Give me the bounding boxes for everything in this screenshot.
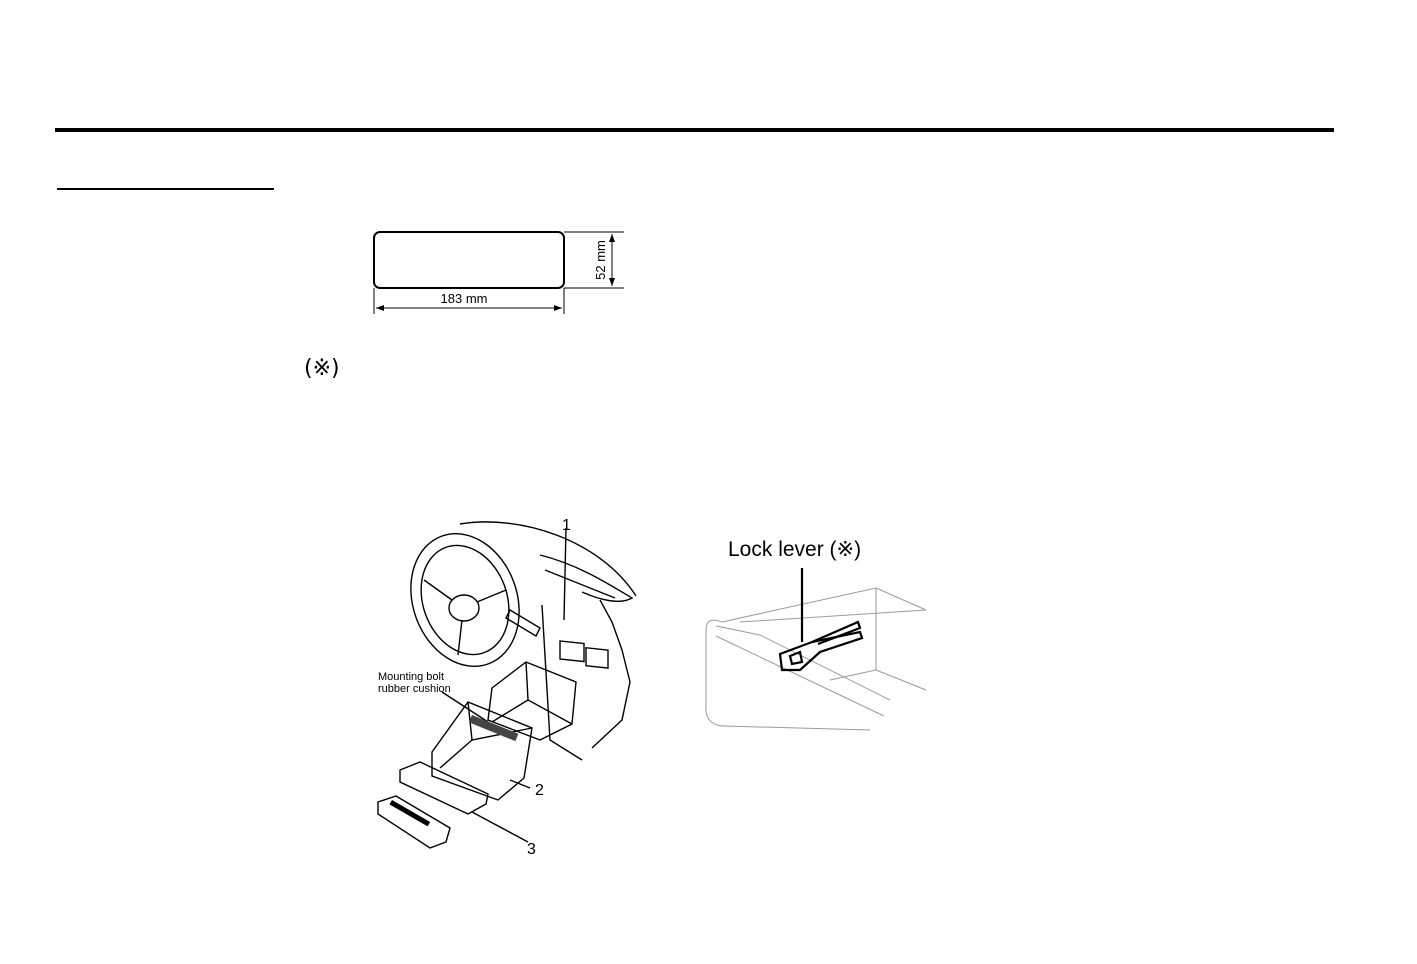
steering-wheel-icon — [410, 532, 520, 668]
front-panel-icon — [377, 795, 451, 849]
radio-unit-icon — [431, 701, 533, 801]
lock-lever-label: Lock lever (※) — [728, 538, 861, 561]
mounting-label-line2: rubber cushion — [378, 683, 451, 695]
dashboard-outline — [459, 521, 637, 597]
lock-lever-illustration: Lock lever (※) — [705, 538, 927, 731]
installation-illustration: 1 2 3 Mounting bolt rubber cushion — [377, 517, 637, 858]
lock-lever-icon — [778, 568, 864, 672]
trim-frame-icon — [399, 761, 489, 815]
header-rule — [55, 128, 1334, 132]
callout-1: 1 — [562, 517, 571, 534]
callout-3: 3 — [527, 841, 536, 858]
reference-mark: (※) — [304, 356, 340, 381]
height-label: 52 mm — [593, 240, 608, 280]
width-label: 183 mm — [441, 291, 488, 306]
section-heading-underline — [57, 188, 274, 190]
callout-2: 2 — [535, 782, 544, 799]
mounting-label-line1: Mounting bolt — [378, 671, 444, 683]
cutout-dimension-diagram: 183 mm 52 mm — [373, 231, 624, 314]
cutout-outline — [373, 231, 565, 289]
